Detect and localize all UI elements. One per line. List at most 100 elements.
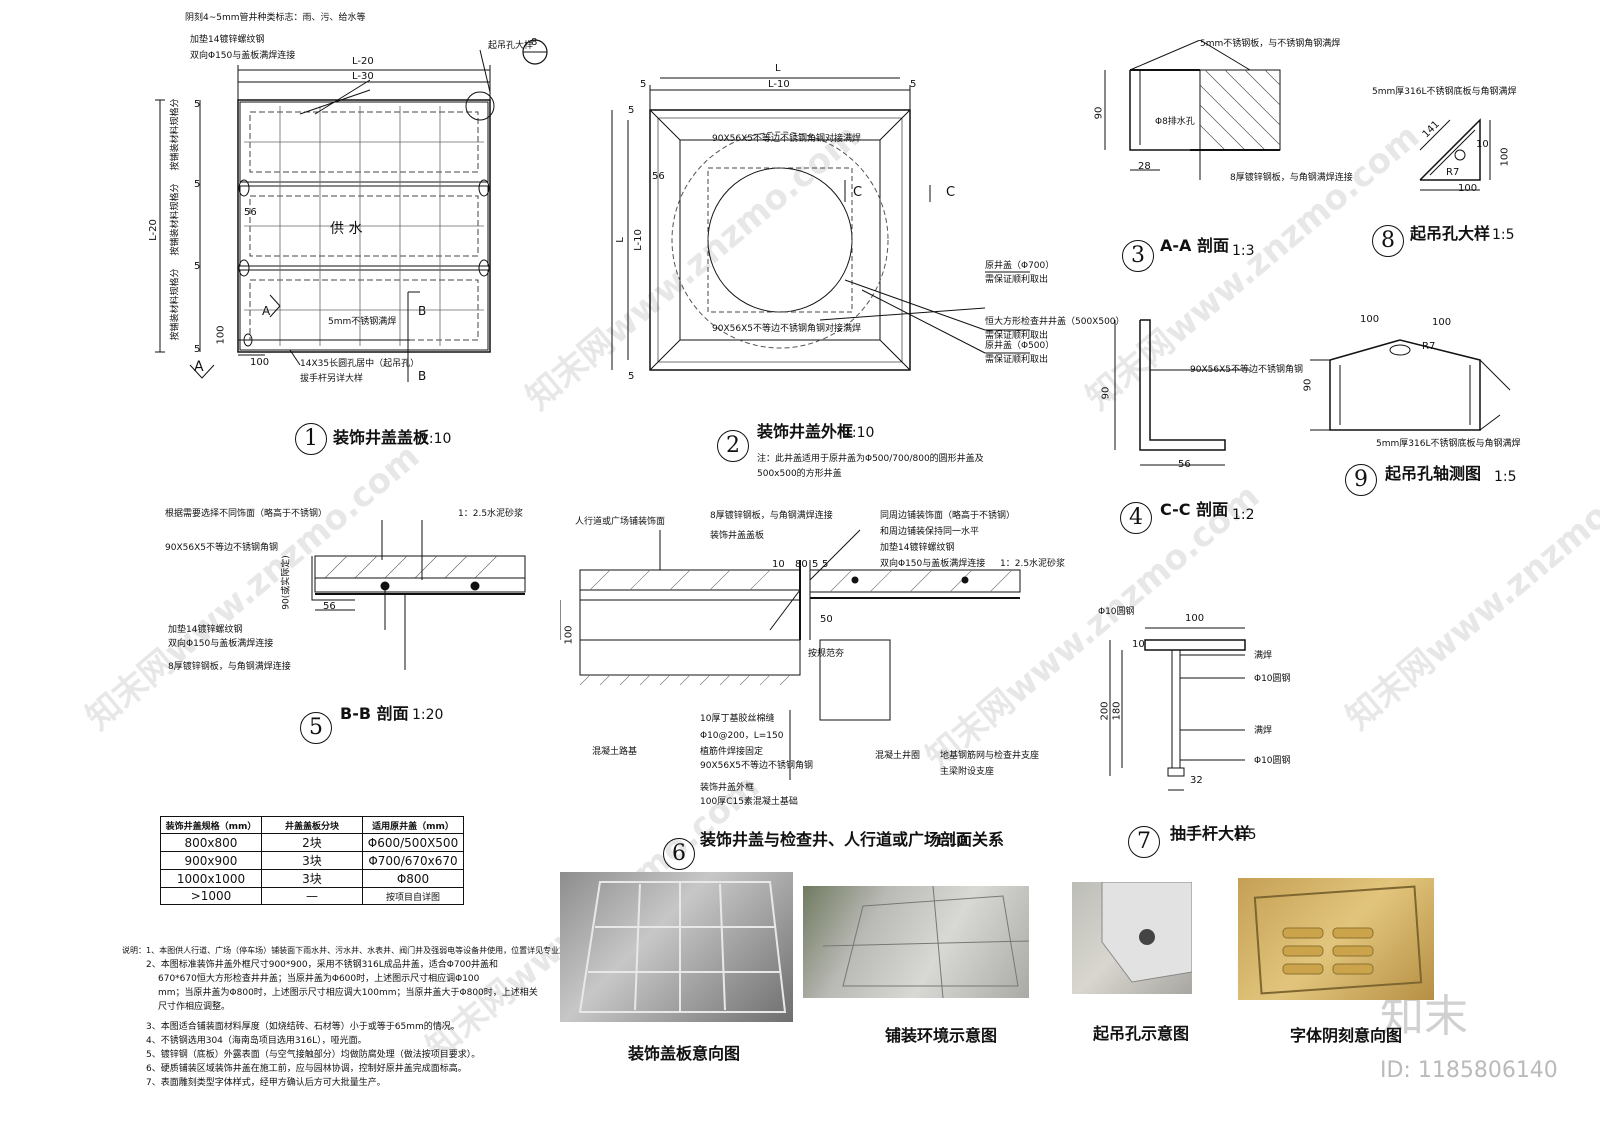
detail5-title: B-B 剖面	[340, 704, 409, 723]
detail6-label-top: 加垫14镀锌螺纹钢	[880, 543, 955, 553]
detail6-label-bottom: 混凝土井圈	[875, 751, 921, 761]
detail4-label: 90X56X5不等边不锈钢角钢	[1190, 365, 1303, 375]
detail1-section-b: B	[418, 369, 427, 383]
detail6-label-bottom: 混凝土路基	[592, 747, 638, 757]
detail6-drawing	[560, 529, 1021, 780]
photo-lift-hole	[1072, 882, 1192, 994]
note-line: mm；当原井盖为Φ800时，上述图示尺寸相应调大100mm；当原井盖大于Φ800…	[158, 988, 538, 998]
detail9-drawing	[1310, 339, 1511, 431]
detail9-number: 9	[1345, 464, 1377, 496]
detail6-label-bottom: 100厚C15素混凝土基础	[700, 797, 798, 807]
detail1-section-a: A	[262, 304, 271, 318]
note-line: 5、镀锌钢（底板）外露表面（与空气接触部分）均做防腐处理（做法按项目要求）。	[146, 1050, 481, 1060]
detail6-label-top: 8厚镀锌钢板，与角钢满焊连接	[710, 511, 833, 521]
table-cell: 3块	[261, 851, 363, 870]
detail6-dim: 100	[563, 625, 575, 645]
detail4-number: 4	[1120, 502, 1152, 534]
detail3-scale: 1:3	[1232, 243, 1255, 259]
detail2-callout: 需保证顺利取出	[985, 331, 1049, 341]
photo-caption: 起吊孔示意图	[1093, 1024, 1190, 1043]
detail8-dim: 10	[1476, 139, 1489, 150]
detail9-label: 5mm厚316L不锈钢底板与角钢满焊	[1376, 439, 1521, 449]
detail5-number: 5	[300, 712, 332, 744]
detail1-dim: L-30	[352, 71, 374, 82]
detail7-dim: 200	[1099, 701, 1111, 721]
detail9-scale: 1:5	[1494, 469, 1517, 485]
photo-engraving	[1238, 878, 1434, 1000]
detail3-drawing	[1104, 40, 1281, 180]
table-cell: Φ800	[362, 869, 464, 888]
table-cell: 1000x1000	[160, 869, 262, 888]
photo-paving	[803, 886, 1029, 998]
detail5-label: 1：2.5水泥砂浆	[458, 509, 524, 519]
table-cell: 按项目自详图	[362, 887, 464, 905]
table-cell: —	[261, 887, 363, 905]
detail1-dim: L-20	[147, 219, 159, 241]
table-header: 适用原井盖（mm）	[362, 816, 464, 834]
detail2-callout: 原井盖（Φ700）	[985, 261, 1055, 271]
photo-cover-plate	[560, 872, 793, 1022]
detail3-number: 3	[1122, 240, 1154, 272]
detail6-title: 装饰井盖与检查井、人行道或广场剖面关系	[700, 830, 1005, 849]
detail9-dim: R7	[1422, 341, 1436, 352]
detail8-dim: R7	[1446, 167, 1460, 178]
table-header-row: 装饰井盖规格（mm） 井盖盖板分块 适用原井盖（mm）	[160, 816, 464, 834]
detail6-label-top: 双向Φ150与盖板满焊连接	[880, 559, 986, 569]
detail2-label-top: 90X56X5不等边不锈钢角钢对接满焊	[712, 134, 861, 144]
detail8-label: 5mm厚316L不锈钢底板与角钢满焊	[1372, 87, 1517, 97]
detail4-drawing	[1114, 319, 1250, 466]
table-header: 井盖盖板分块	[261, 816, 363, 834]
detail3-label: 8厚镀锌钢板，与角钢满焊连接	[1230, 173, 1353, 183]
detail7-number: 7	[1128, 826, 1160, 858]
detail2-callout: 原井盖（Φ500）	[985, 341, 1055, 351]
table-cell: 3块	[261, 869, 363, 888]
detail9-title: 起吊孔轴测图	[1385, 464, 1482, 483]
detail1-dim: 5	[194, 179, 201, 190]
detail6-label-bottom: 10厚丁基胶丝棉缝	[700, 714, 775, 724]
detail8-scale: 1:5	[1492, 227, 1515, 243]
table-header: 装饰井盖规格（mm）	[160, 816, 262, 834]
detail2-section-c: C	[853, 185, 863, 200]
detail2-dim: 5	[910, 79, 917, 90]
note-line: 3、本图适合铺装面材料厚度（如烧结砖、石材等）小于或等于65mm的情况。	[146, 1022, 460, 1032]
detail7-label: Φ10圆钢	[1098, 607, 1135, 617]
detail2-dim: L	[775, 63, 781, 74]
table-cell: Φ600/500X500	[362, 833, 464, 852]
detail1-number: 1	[295, 423, 327, 455]
detail6-dim: 50	[820, 614, 833, 625]
detail8-number: 8	[1372, 225, 1404, 257]
detail7-label: Φ10圆钢	[1254, 756, 1291, 766]
detail7-scale: 1:5	[1234, 827, 1257, 843]
detail1-section-a: A	[194, 359, 204, 375]
note-line: 670*670恒大方形检查井井盖；当原井盖为Φ600时，上述图示尺寸相应调Φ10…	[158, 974, 480, 984]
detail3-label: Φ8排水孔	[1155, 117, 1195, 127]
spec-table: 装饰井盖规格（mm） 井盖盖板分块 适用原井盖（mm） 800x800 2块 Φ…	[160, 816, 464, 905]
detail3-label: 5mm不锈钢板，与不锈钢角钢满焊	[1200, 39, 1341, 49]
detail1-side-note: 按铺装材料规格分	[170, 183, 181, 256]
note-line: 说明：1、本图供人行道、广场（停车场）铺装面下雨水井、污水井、水表井、阀门井及强…	[122, 946, 592, 955]
detail1-side-note: 按铺装材料规格分	[170, 98, 181, 171]
table-row: 800x800 2块 Φ600/500X500	[160, 833, 464, 852]
detail6-label-bottom: 地基钢筋网与检查井支座	[940, 751, 1040, 761]
detail6-dim: 5	[822, 559, 829, 570]
photo-caption: 铺装环境示意图	[885, 1026, 998, 1045]
detail1-note: 双向Φ150与盖板满焊连接	[190, 51, 296, 61]
detail8-dim: 100	[1458, 183, 1478, 194]
detail2-dim: 5	[640, 79, 647, 90]
detail1-side-note: 按铺装材料规格分	[170, 268, 181, 341]
detail5-drawing	[311, 520, 526, 670]
detail1-dim: L-20	[352, 56, 374, 67]
detail5-label: 双向Φ150与盖板满焊连接	[168, 639, 274, 649]
detail2-number: 2	[717, 430, 749, 462]
detail1-label-5mm: 5mm不锈钢满焊	[328, 317, 397, 327]
note-line: 7、表面雕刻类型字体样式，经甲方确认后方可大批量生产。	[146, 1078, 386, 1088]
detail6-dim: 80	[795, 559, 808, 570]
detail5-label: 根据需要选择不同饰面（略高于不锈钢）	[165, 509, 328, 519]
detail1-dim: 56	[244, 207, 257, 218]
detail6-label-bottom: 植筋件焊接固定	[700, 747, 764, 757]
detail7-dim: 10	[1132, 639, 1145, 650]
detail6-dim: 5	[812, 559, 819, 570]
detail6-label-bottom: Φ10@200，L=150	[700, 731, 784, 741]
detail6-scale: 1:10	[935, 833, 967, 849]
detail7-label: 满焊	[1254, 726, 1273, 736]
